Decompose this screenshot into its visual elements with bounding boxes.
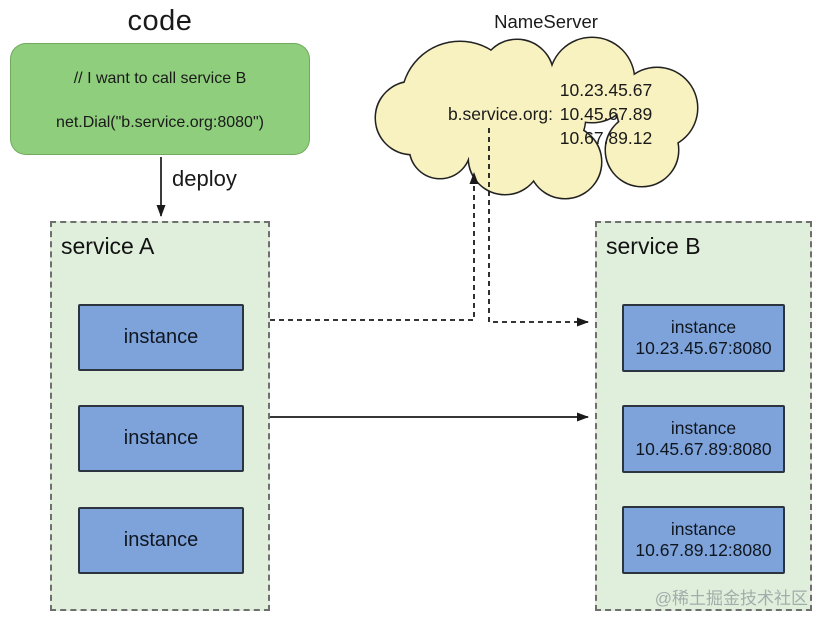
code-snippet-box: // I want to call service B net.Dial("b.… (10, 43, 310, 155)
resolve-dashed-arrow (488, 128, 589, 327)
service-b-instance-1: instance 10.23.45.67:8080 (622, 304, 785, 372)
instance-label: instance (670, 418, 737, 438)
service-b-title: service B (606, 233, 701, 259)
code-title: code (127, 5, 193, 37)
instance-label: instance (670, 519, 737, 539)
watermark: @稀土掘金技术社区 (654, 589, 808, 608)
nameserver-title: NameServer (494, 11, 598, 32)
instance-label: instance (123, 529, 199, 551)
instance-address: 10.67.89.12:8080 (635, 540, 772, 560)
instance-label: instance (123, 427, 199, 449)
lookup-dashed-arrow (270, 172, 479, 321)
nameserver-ip-1: 10.23.45.67 (559, 80, 653, 100)
service-b-instance-3: instance 10.67.89.12:8080 (622, 506, 785, 574)
code-comment-line: // I want to call service B (73, 70, 247, 87)
instance-address: 10.23.45.67:8080 (635, 338, 772, 358)
service-a-instance-2: instance (78, 405, 244, 472)
service-a-instance-1: instance (78, 304, 244, 371)
nameserver-ip-3: 10.67.89.12 (559, 128, 653, 148)
nameserver-domain-label: b.service.org: (447, 104, 553, 124)
code-dial-line: net.Dial("b.service.org:8080") (56, 114, 264, 131)
service-a-instance-3: instance (78, 507, 244, 574)
nameserver-ip-2: 10.45.67.89 (559, 104, 653, 124)
instance-label: instance (670, 317, 737, 337)
service-a-container: service A instance instance instance (50, 221, 270, 611)
service-b-container: service B instance 10.23.45.67:8080 inst… (595, 221, 812, 611)
deploy-label: deploy (172, 166, 237, 191)
service-a-title: service A (61, 233, 155, 259)
service-b-instance-2: instance 10.45.67.89:8080 (622, 405, 785, 473)
nameserver-ip-list: 10.23.45.67 10.45.67.89 10.67.89.12 (545, 78, 667, 150)
instance-address: 10.45.67.89:8080 (635, 439, 772, 459)
instance-label: instance (123, 326, 199, 348)
